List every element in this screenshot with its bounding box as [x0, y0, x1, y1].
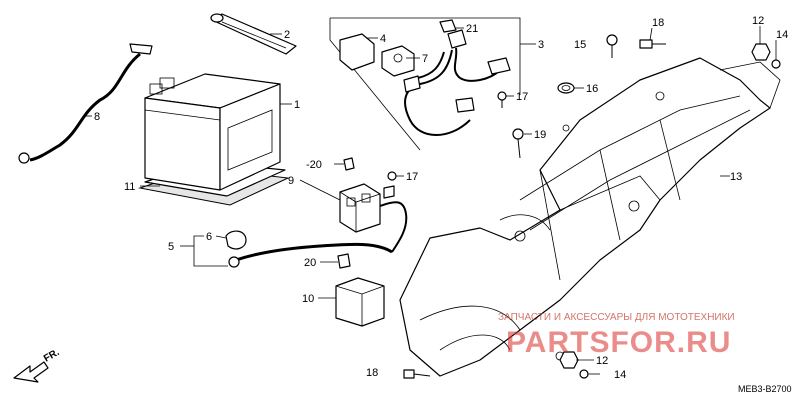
callout-12-lower: 12: [596, 355, 608, 367]
fuse-box-cover: [335, 277, 385, 327]
callout-15: 15: [574, 39, 586, 51]
battery: [144, 73, 281, 191]
bolt-15: [606, 34, 618, 58]
callout-14-upper: 14: [776, 29, 788, 41]
bolt-18-lower: [403, 369, 431, 379]
front-arrow-icon: [13, 361, 49, 383]
battery-band: [210, 13, 297, 55]
callout-20-lower: 20: [304, 257, 316, 269]
callout-5: 5: [168, 241, 174, 253]
front-direction-label: FR.: [42, 347, 62, 365]
callout-10: 10: [302, 293, 314, 305]
callout-4: 4: [380, 33, 386, 45]
callout-12-upper: 12: [752, 15, 764, 27]
battery-tray: [399, 57, 781, 377]
nut-12-lower: [559, 351, 579, 369]
fuse-clip-lower: [337, 253, 351, 269]
negative-cable: [18, 43, 153, 164]
washer-14-lower: [579, 369, 589, 379]
screw-17-lower: [387, 171, 397, 181]
callout-19: 19: [534, 129, 546, 141]
watermark: ЗАПЧАСТИ И АКСЕССУАРЫ ДЛЯ МОТОТЕХНИКИ PA…: [498, 312, 735, 359]
bolt-18-upper: [639, 39, 666, 49]
watermark-tagline: ЗАПЧАСТИ И АКСЕССУАРЫ ДЛЯ МОТОТЕХНИКИ: [498, 312, 735, 323]
callout-9: 9: [288, 175, 294, 187]
callout-labels: 1 2 3 4 5 6 7 8 9 10 11 12 12 13 14 14 1…: [94, 15, 788, 381]
callout-18-upper: 18: [652, 17, 664, 29]
callout-17-lower: 17: [406, 171, 418, 183]
fuse-clip-upper: [343, 157, 355, 171]
callout-3: 3: [538, 39, 544, 51]
grommet-16: [557, 82, 575, 94]
callout-14-lower: 14: [614, 369, 626, 381]
callout-13: 13: [730, 171, 742, 183]
callout-11: 11: [124, 181, 135, 193]
nut-12-upper: [751, 43, 771, 61]
callout-17-upper: 17: [516, 91, 528, 103]
callout-6: 6: [206, 231, 212, 243]
callout-20-upper: -20: [306, 159, 322, 171]
washer-14-upper: [771, 59, 781, 69]
diagram-code: MEB3-B2700: [738, 384, 792, 394]
callout-16: 16: [586, 83, 598, 95]
callout-8: 8: [94, 111, 100, 123]
callout-21: 21: [466, 23, 478, 35]
starter-relay-group: [329, 17, 521, 151]
fuse-box: [339, 183, 408, 253]
callout-2: 2: [284, 29, 290, 41]
screw-17-upper: [497, 91, 507, 108]
callout-7: 7: [422, 53, 428, 65]
front-direction-indicator: FR.: [13, 347, 62, 383]
positive-cable: [225, 230, 393, 268]
callout-18-lower: 18: [366, 367, 378, 379]
callout-1: 1: [294, 99, 300, 111]
leader-lines: [84, 26, 777, 375]
watermark-logo: PARTSFOR.RU: [506, 326, 731, 359]
bolt-19: [512, 128, 524, 159]
